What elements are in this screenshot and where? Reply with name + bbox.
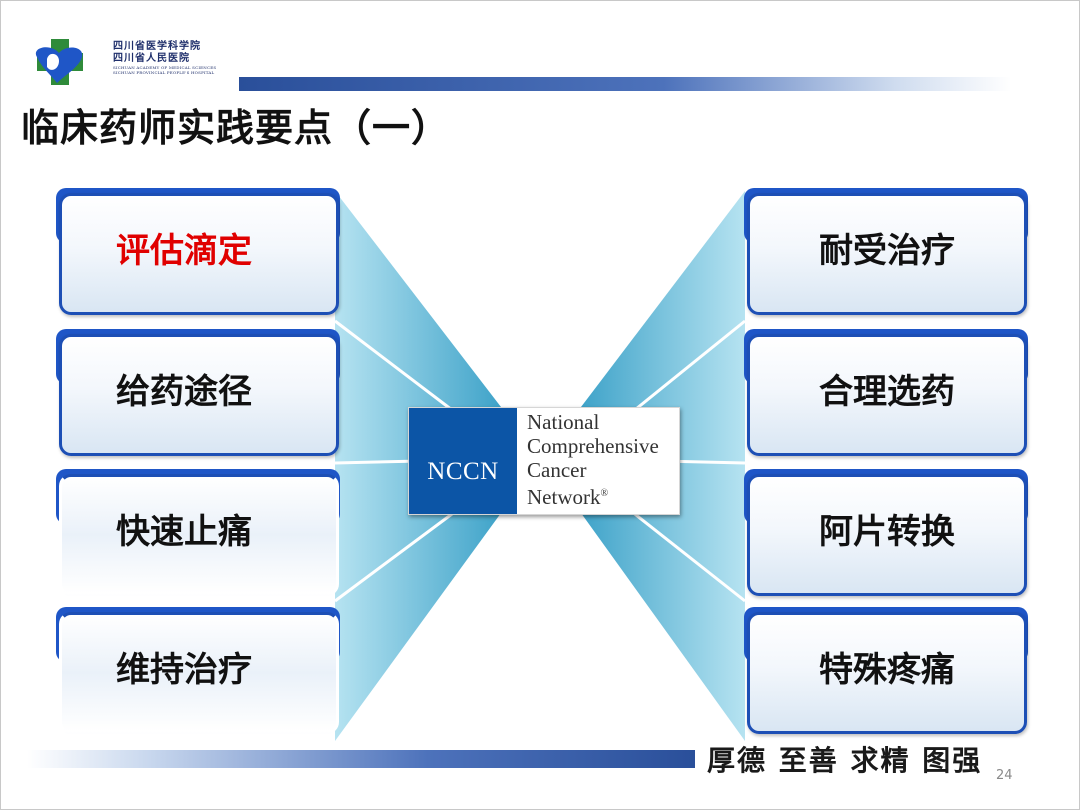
- nccn-line-3: Cancer: [527, 458, 587, 482]
- slide-title: 临床药师实践要点（一）: [21, 106, 451, 150]
- left-box-2: 给药途径: [56, 329, 340, 456]
- right-box-4: 特殊疼痛: [744, 607, 1028, 734]
- nccn-line-2: Comprehensive: [527, 434, 659, 458]
- fan-right-divider-1: [630, 319, 746, 415]
- org-name-en-1: SICHUAN ACADEMY OF MEDICAL SCIENCES: [113, 65, 217, 70]
- left-box-label-2: 给药途径: [116, 372, 252, 412]
- left-box-label-1: 评估滴定: [116, 231, 252, 271]
- left-box-3: 快速止痛: [56, 469, 340, 596]
- right-box-label-3: 阿片转换: [819, 512, 955, 552]
- right-box-3: 阿片转换: [744, 469, 1028, 596]
- fan-left-divider-1: [334, 319, 457, 415]
- nccn-fullname: National Comprehensive Cancer Network®: [527, 410, 659, 509]
- org-name-cn-2: 四川省人民医院: [113, 53, 190, 64]
- left-box-label-4: 维持治疗: [116, 650, 252, 690]
- left-box-4: 维持治疗: [56, 607, 340, 734]
- right-box-label-1: 耐受治疗: [819, 231, 955, 271]
- right-box-label-4: 特殊疼痛: [819, 650, 955, 690]
- fan-left-divider-3: [334, 509, 457, 603]
- org-name: 四川省医学科学院 四川省人民医院 SICHUAN ACADEMY OF MEDI…: [113, 41, 216, 75]
- hospital-logo-icon: [35, 39, 83, 85]
- right-box-2: 合理选药: [744, 329, 1028, 456]
- footer-motto: 厚德 至善 求精 图强: [707, 744, 983, 777]
- nccn-logo: NCCN National Comprehensive Cancer Netwo…: [408, 407, 680, 515]
- header-bar: [239, 77, 1011, 91]
- footer-bar: [27, 750, 695, 768]
- right-box-label-2: 合理选药: [819, 372, 955, 412]
- nccn-line-4: Network®: [527, 485, 609, 509]
- page-number: 24: [996, 768, 1013, 783]
- nccn-line-1: National: [527, 410, 600, 434]
- org-name-en-2: SICHUAN PROVINCIAL PEOPLE'S HOSPITAL: [113, 70, 215, 75]
- fan-left-divider-2: [334, 459, 422, 465]
- fan-right-divider-3: [630, 509, 746, 603]
- nccn-abbr: NCCN: [409, 408, 517, 514]
- registered-mark: ®: [600, 488, 609, 499]
- right-box-1: 耐受治疗: [744, 188, 1028, 315]
- left-box-label-3: 快速止痛: [116, 512, 252, 552]
- org-name-cn-1: 四川省医学科学院: [113, 41, 201, 52]
- left-box-1: 评估滴定: [56, 188, 340, 315]
